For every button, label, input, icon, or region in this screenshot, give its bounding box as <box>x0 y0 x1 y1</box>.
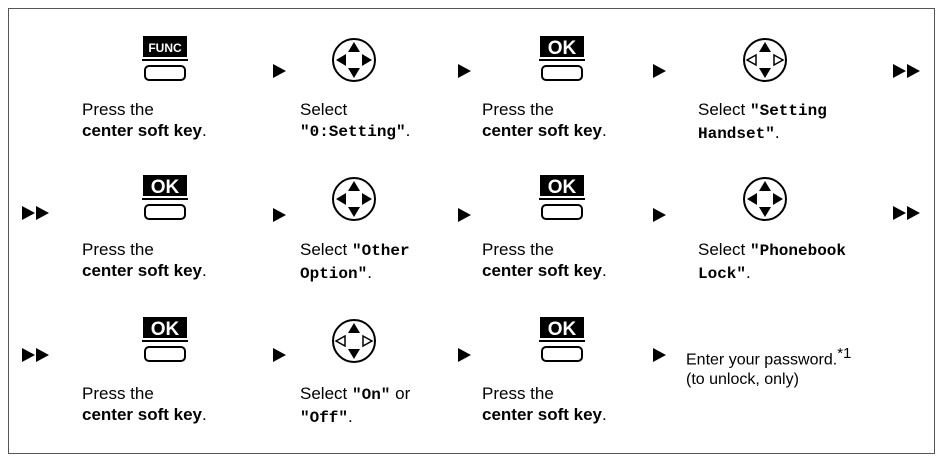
func-soft-key-icon: FUNC <box>142 36 188 81</box>
step-arrow-icon <box>458 64 471 78</box>
navigator-up-down-icon <box>332 319 376 363</box>
ok-soft-key-icon: OK <box>142 175 188 220</box>
menu-option-setting-handset: "Setting <box>749 102 827 120</box>
menu-option-off: "Off" <box>300 409 349 427</box>
step-6-caption: Select "Other Option". <box>300 240 410 283</box>
step-arrow-icon <box>273 208 286 222</box>
step-5-caption: Press the center soft key. <box>82 240 207 280</box>
step-2-caption: Select "0:Setting". <box>300 100 411 141</box>
ok-soft-key-icon: OK <box>539 317 585 362</box>
svg-text:OK: OK <box>548 319 577 340</box>
svg-text:OK: OK <box>548 177 577 198</box>
menu-option-phonebook-lock: "Phonebook <box>749 242 846 260</box>
step-arrow-icon <box>458 208 471 222</box>
svg-text:OK: OK <box>151 177 180 198</box>
step-arrow-icon <box>458 348 471 362</box>
svg-text:OK: OK <box>151 319 180 340</box>
step-3-caption: Press the center soft key. <box>482 100 607 140</box>
double-arrow-icon <box>22 348 49 362</box>
step-10-caption: Select "On" or "Off". <box>300 384 411 427</box>
instruction-frame <box>8 8 935 454</box>
step-11-caption: Press the center soft key. <box>482 384 607 424</box>
footnote-marker: *1 <box>837 345 852 362</box>
ok-soft-key-icon: OK <box>142 317 188 362</box>
enter-password-text: Enter your password. <box>686 351 838 369</box>
double-arrow-icon <box>893 206 920 220</box>
svg-text:OK: OK <box>548 38 577 59</box>
double-arrow-icon <box>893 64 920 78</box>
ok-soft-key-icon: OK <box>539 175 585 220</box>
step-arrow-icon <box>653 348 666 362</box>
unlock-note: (to unlock, only) <box>686 371 799 389</box>
navigator-left-right-icon <box>743 177 787 221</box>
navigator-left-right-icon <box>332 177 376 221</box>
step-9-caption: Press the center soft key. <box>82 384 207 424</box>
menu-option-0-setting: "0:Setting" <box>300 123 406 141</box>
step-12-caption: Enter your password.*1 (to unlock, only) <box>686 344 851 390</box>
double-arrow-icon <box>22 206 49 220</box>
center-soft-key-text: center soft key <box>82 121 202 140</box>
step-7-caption: Press the center soft key. <box>482 240 607 280</box>
step-arrow-icon <box>273 64 286 78</box>
menu-option-other-option: "Other <box>351 242 410 260</box>
ok-soft-key-icon: OK <box>539 36 585 81</box>
step-1-caption: Press the center soft key. <box>82 100 207 140</box>
navigator-up-down-icon <box>743 38 787 82</box>
step-arrow-icon <box>653 208 666 222</box>
press-the-text: Press the <box>82 100 154 119</box>
navigator-left-right-icon <box>332 38 376 82</box>
step-arrow-icon <box>273 348 286 362</box>
step-8-caption: Select "Phonebook Lock". <box>698 240 846 283</box>
step-arrow-icon <box>653 64 666 78</box>
step-4-caption: Select "Setting Handset". <box>698 100 827 143</box>
menu-option-on: "On" <box>351 386 391 404</box>
svg-text:FUNC: FUNC <box>148 41 182 55</box>
